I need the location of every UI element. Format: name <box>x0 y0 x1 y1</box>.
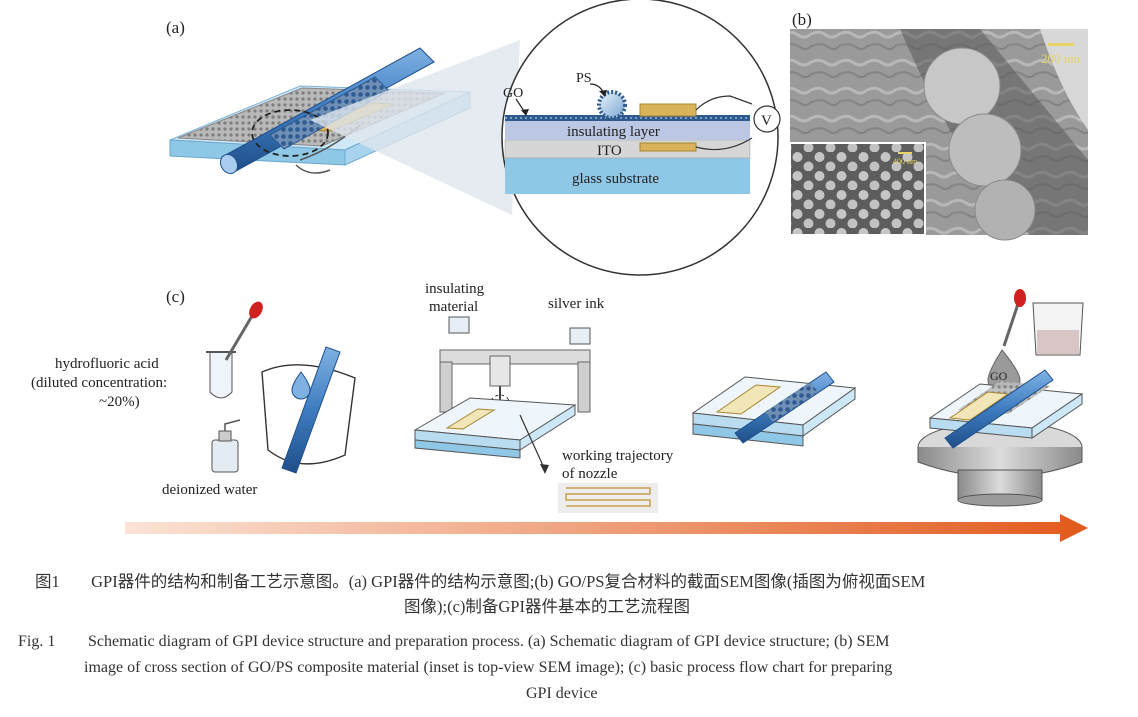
step-etching: hydrofluoric acid (diluted concentration… <box>31 301 356 498</box>
bottom-electrode <box>639 142 697 152</box>
go-label: GO <box>503 86 523 101</box>
silver-ink-label: silver ink <box>548 296 605 312</box>
insulating-material-label-1: insulating <box>425 281 485 297</box>
ps-sphere <box>597 90 627 120</box>
caption-cn-label: 图1 <box>35 572 60 591</box>
droplet-icon <box>291 371 311 400</box>
caption-cn-line1: 图1 GPI器件的结构和制备工艺示意图。(a) GPI器件的结构示意图;(b) … <box>35 570 925 594</box>
panel-a-tag: (a) <box>166 18 185 37</box>
figure: (a) <box>31 0 1088 542</box>
sem-inset: 400 nm <box>789 142 926 236</box>
go-layer <box>505 115 750 121</box>
scale-bar-inset: 400 nm <box>893 157 918 166</box>
go-drop-label: GO <box>990 369 1008 383</box>
panel-c-tag: (c) <box>166 287 185 306</box>
caption-en-label: Fig. 1 <box>18 633 56 650</box>
scale-bar-main: 200 nm <box>1041 51 1080 66</box>
hf-label-2: (diluted concentration: <box>31 375 167 391</box>
caption-en-line1: Fig. 1 Schematic diagram of GPI device s… <box>18 630 890 654</box>
panel-b-tag: (b) <box>792 10 812 29</box>
beaker-icon <box>1032 302 1084 356</box>
hf-label-3: ~20%) <box>99 394 140 410</box>
ps-label: PS <box>576 71 592 86</box>
silver-ink-cup <box>569 327 591 345</box>
caption-cn-line2: 图像);(c)制备GPI器件基本的工艺流程图 <box>404 597 690 616</box>
etched-fiber <box>281 346 341 474</box>
voltmeter-label: V <box>761 113 772 129</box>
step-printing: insulating material silver ink working t… <box>413 281 674 513</box>
cross-section-zoom: V GO PS insulating layer ITO glass subst… <box>501 0 781 276</box>
insulating-layer <box>505 120 750 140</box>
process-flow-arrow <box>125 514 1088 542</box>
glass-substrate-label: glass substrate <box>572 171 659 187</box>
step-go-coating: GO <box>917 289 1084 507</box>
working-trajectory-label-2: of nozzle <box>562 466 618 482</box>
caption-en-line3: GPI device <box>526 685 598 702</box>
dropper-icon <box>224 301 263 361</box>
voltmeter <box>753 105 781 133</box>
step-device <box>691 371 857 447</box>
hf-label-1: hydrofluoric acid <box>55 356 159 372</box>
top-electrode <box>639 103 697 117</box>
sem-image: 200 nm 400 nm <box>789 29 1088 241</box>
wash-bottle-icon <box>211 419 241 473</box>
insulating-layer-label: insulating layer <box>567 124 660 140</box>
ito-label: ITO <box>597 143 622 159</box>
test-tube-icon <box>209 351 233 399</box>
deionized-water-label: deionized water <box>162 482 257 498</box>
caption-en-line2: image of cross section of GO/PS composit… <box>84 659 893 676</box>
insulating-material-cup <box>448 316 470 334</box>
glass-substrate-layer <box>505 158 750 194</box>
working-trajectory-label-1: working trajectory <box>562 448 674 464</box>
insulating-material-label-2: material <box>429 299 478 315</box>
